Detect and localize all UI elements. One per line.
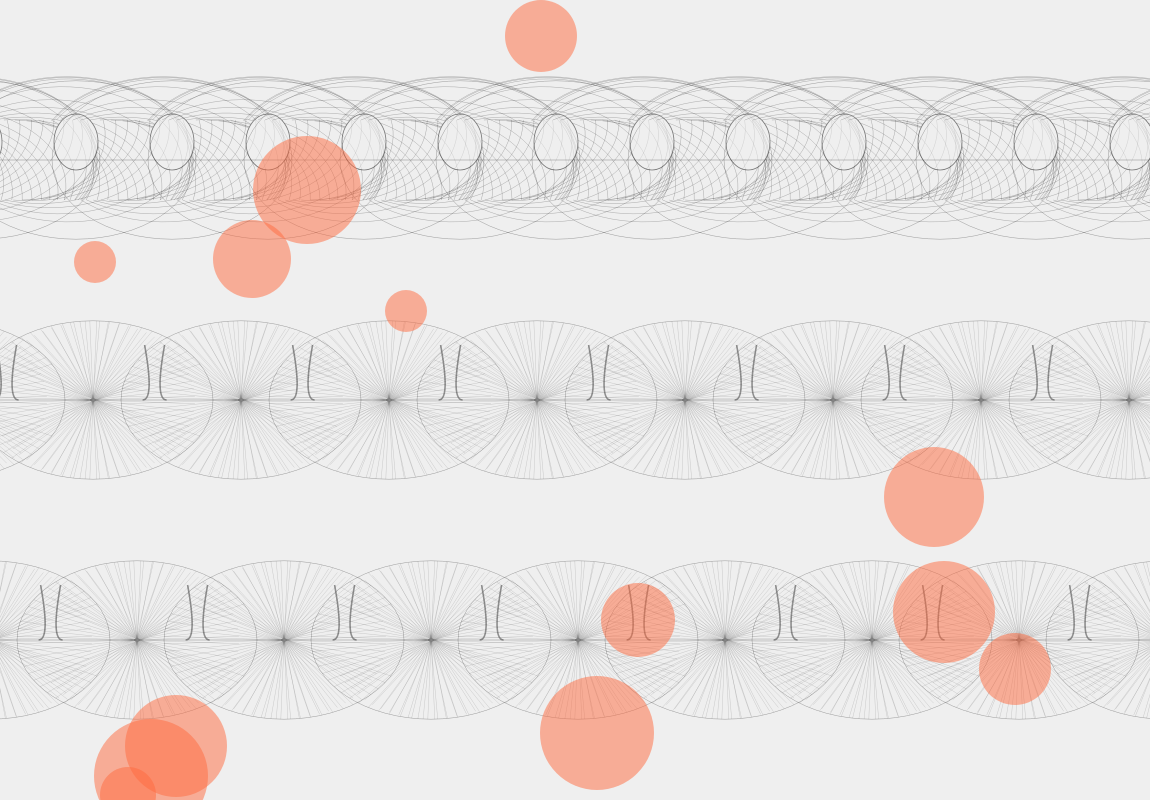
orange-blob [540, 676, 654, 790]
orange-blob [100, 767, 156, 800]
orange-blob [601, 583, 675, 657]
cusp-chain-row [0, 320, 1150, 480]
orange-blob [385, 290, 427, 332]
orange-blob [74, 241, 116, 283]
orange-blob [884, 447, 984, 547]
orange-blob [253, 136, 361, 244]
orange-blob [893, 561, 995, 663]
orange-blob [979, 633, 1051, 705]
orange-blob-layer [74, 0, 1051, 800]
loop-chain-row [0, 76, 1150, 240]
orange-blob [213, 220, 291, 298]
orange-blob [505, 0, 577, 72]
